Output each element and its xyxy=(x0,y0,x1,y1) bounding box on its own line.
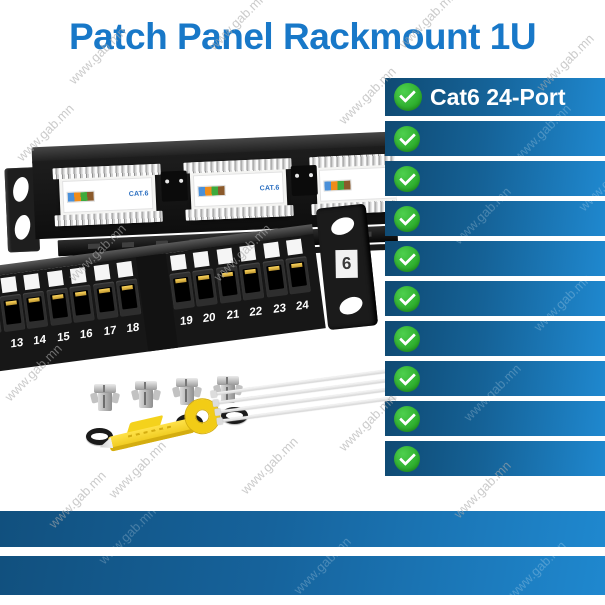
check-icon xyxy=(394,125,420,152)
port-label-tab xyxy=(285,238,303,256)
feature-row xyxy=(385,161,605,196)
cable-connector xyxy=(160,170,189,202)
rj45-port xyxy=(69,284,95,324)
check-icon xyxy=(394,285,420,312)
block-label: CAT.6 xyxy=(192,171,285,208)
mounting-hole xyxy=(12,213,33,242)
port-pins xyxy=(51,294,64,300)
port-label-tab xyxy=(116,260,134,278)
watermark-text: www.gab.mn xyxy=(237,433,301,498)
wiring-color-chart xyxy=(197,184,226,197)
idc-teeth xyxy=(309,152,398,169)
rj45-port xyxy=(92,281,119,320)
cat6-label: CAT.6 xyxy=(259,184,280,192)
port-number: 18 xyxy=(126,321,140,336)
mounting-hole xyxy=(11,175,31,204)
feature-row xyxy=(385,201,605,236)
check-icon xyxy=(394,165,420,192)
cage-nut-screw xyxy=(89,384,121,416)
port-pins xyxy=(5,300,17,306)
port-number: 19 xyxy=(179,314,193,329)
mounting-hole xyxy=(336,293,366,318)
port-pins xyxy=(174,278,187,284)
cage-nut-screw xyxy=(130,381,162,413)
rj45-port xyxy=(215,265,241,304)
wiring-color-chart xyxy=(323,178,352,192)
feature-list: Cat6 24-Port xyxy=(385,78,605,481)
port-number: 22 xyxy=(249,305,263,320)
block-label: CAT.6 xyxy=(62,177,154,214)
port-pins xyxy=(98,288,110,294)
page-title: Patch Panel Rackmount 1U xyxy=(68,16,537,57)
idc-teeth xyxy=(185,204,294,221)
rj45-port xyxy=(238,262,265,301)
ear-label: 6 xyxy=(335,249,358,279)
feature-row xyxy=(385,321,605,356)
feature-row xyxy=(385,441,605,476)
feature-row xyxy=(385,401,605,436)
port-number: 13 xyxy=(9,336,23,351)
port-pins xyxy=(244,268,256,275)
check-icon xyxy=(394,405,420,432)
port-pins xyxy=(74,291,87,297)
check-icon xyxy=(394,205,420,232)
cable-connector xyxy=(290,164,318,197)
port-label-tab xyxy=(216,247,233,265)
rj45-port xyxy=(115,278,142,317)
port-number: 21 xyxy=(226,308,239,323)
mounting-hole xyxy=(328,213,357,239)
port-label-tab xyxy=(192,250,210,268)
rj45-port xyxy=(22,290,49,330)
cage-nut-screw xyxy=(171,378,203,410)
check-icon xyxy=(394,245,420,272)
check-icon xyxy=(394,365,420,392)
port-label-tab xyxy=(0,276,17,294)
port-number: 23 xyxy=(272,302,286,317)
port-label-tab xyxy=(93,264,110,281)
rj45-port xyxy=(262,259,288,298)
port-pins xyxy=(197,274,210,281)
feature-row xyxy=(385,281,605,316)
feature-row xyxy=(385,121,605,156)
port-pins xyxy=(221,271,233,278)
port-pins xyxy=(267,265,280,272)
idc-teeth xyxy=(54,210,163,227)
port-label-tab xyxy=(46,270,64,288)
feature-label: Cat6 24-Port xyxy=(430,83,566,110)
port-label-tab xyxy=(23,273,41,291)
punchdown-block: CAT.6 xyxy=(52,163,163,227)
port-number: 17 xyxy=(103,324,116,339)
port-number: 20 xyxy=(202,311,216,326)
port-number: 15 xyxy=(56,330,70,345)
port-label-tab xyxy=(69,267,87,284)
port-number: 24 xyxy=(296,299,309,313)
rj45-port xyxy=(168,271,195,310)
punchdown-block: CAT.6 xyxy=(183,158,294,221)
check-icon xyxy=(394,445,420,472)
feature-row xyxy=(385,241,605,276)
bottom-stripe xyxy=(0,511,605,547)
bottom-stripe xyxy=(0,556,605,595)
cat6-label: CAT.6 xyxy=(128,189,149,198)
wiring-color-chart xyxy=(66,190,95,203)
port-label-tab xyxy=(169,254,187,271)
port-pins xyxy=(291,262,303,269)
port-label-tab xyxy=(262,241,280,259)
feature-row: Cat6 24-Port xyxy=(385,78,605,116)
port-number: 14 xyxy=(33,333,47,348)
port-label-tab xyxy=(239,244,257,262)
rj45-port xyxy=(285,256,311,295)
feature-row xyxy=(385,361,605,396)
rj45-port xyxy=(192,268,218,307)
check-icon xyxy=(394,325,420,352)
check-icon xyxy=(394,83,422,111)
port-number: 16 xyxy=(79,327,93,342)
port-pins xyxy=(121,285,133,291)
rj45-port xyxy=(0,293,25,333)
rj45-port xyxy=(45,287,72,327)
port-pins xyxy=(28,297,40,303)
